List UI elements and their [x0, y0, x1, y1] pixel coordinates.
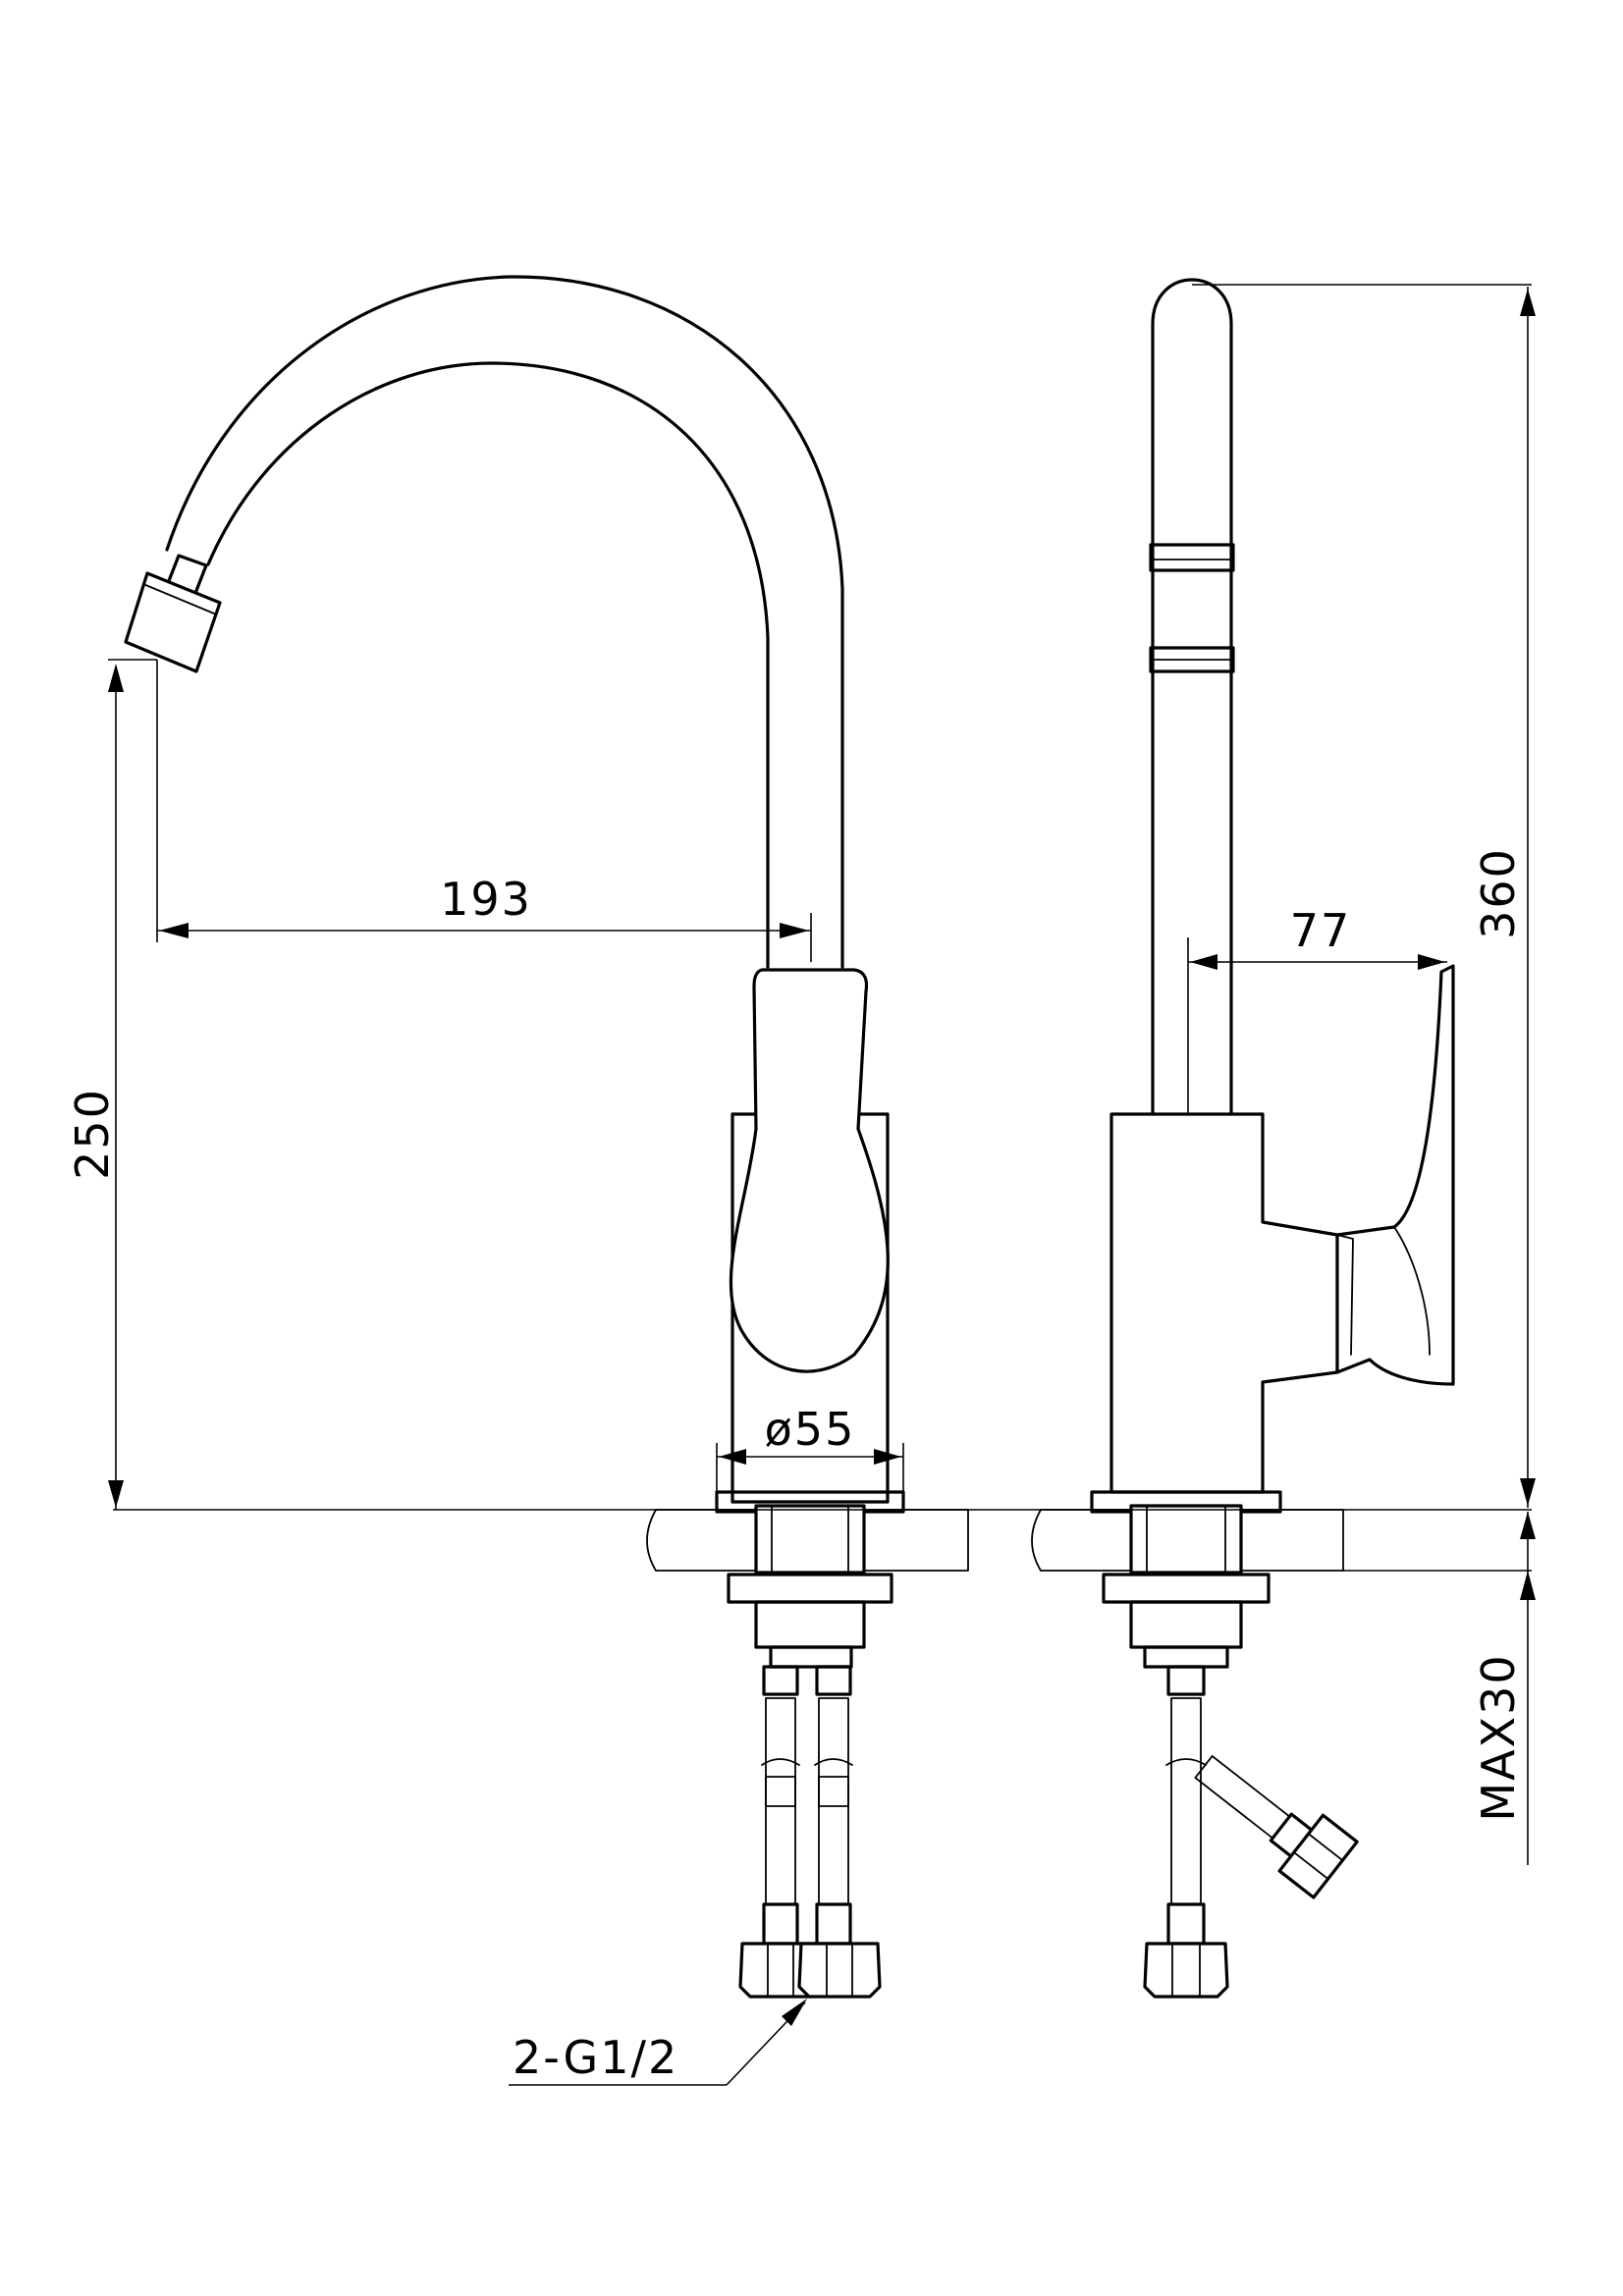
dim-lever-offset: 77 — [1187, 904, 1447, 1114]
dim-total-height: 360 — [1192, 284, 1536, 1508]
front-hoses — [738, 1665, 882, 1999]
side-aerator — [1149, 543, 1235, 572]
dim-counter-thickness: MAX30 — [1343, 1512, 1536, 1865]
front-lever — [729, 968, 890, 1373]
svg-text:MAX30: MAX30 — [1472, 1653, 1525, 1821]
dim-spout-height: 250 — [66, 659, 157, 1510]
svg-text:193: 193 — [440, 873, 532, 926]
aerator — [124, 554, 222, 673]
svg-text:77: 77 — [1290, 904, 1352, 957]
front-view — [124, 275, 969, 1999]
dim-base-diameter: ø55 — [716, 1403, 904, 1492]
spout-inner-curve — [206, 361, 770, 969]
svg-text:250: 250 — [66, 1088, 119, 1180]
side-lever — [1335, 964, 1455, 1386]
callout-connection-thread: 2-G1/2 — [509, 1999, 807, 2086]
side-view — [1031, 278, 1455, 1999]
svg-text:360: 360 — [1472, 847, 1525, 939]
side-mounting-nut — [1102, 1573, 1271, 1604]
side-spout — [1151, 278, 1233, 1116]
side-angled-hose — [1194, 1755, 1359, 1899]
side-body — [1109, 1112, 1339, 1494]
dim-spout-reach: 193 — [156, 660, 812, 962]
spout-outer-curve — [165, 275, 844, 969]
svg-text:ø55: ø55 — [765, 1403, 856, 1456]
front-mounting-nut — [727, 1573, 893, 1604]
svg-text:2-G1/2: 2-G1/2 — [513, 2031, 678, 2084]
